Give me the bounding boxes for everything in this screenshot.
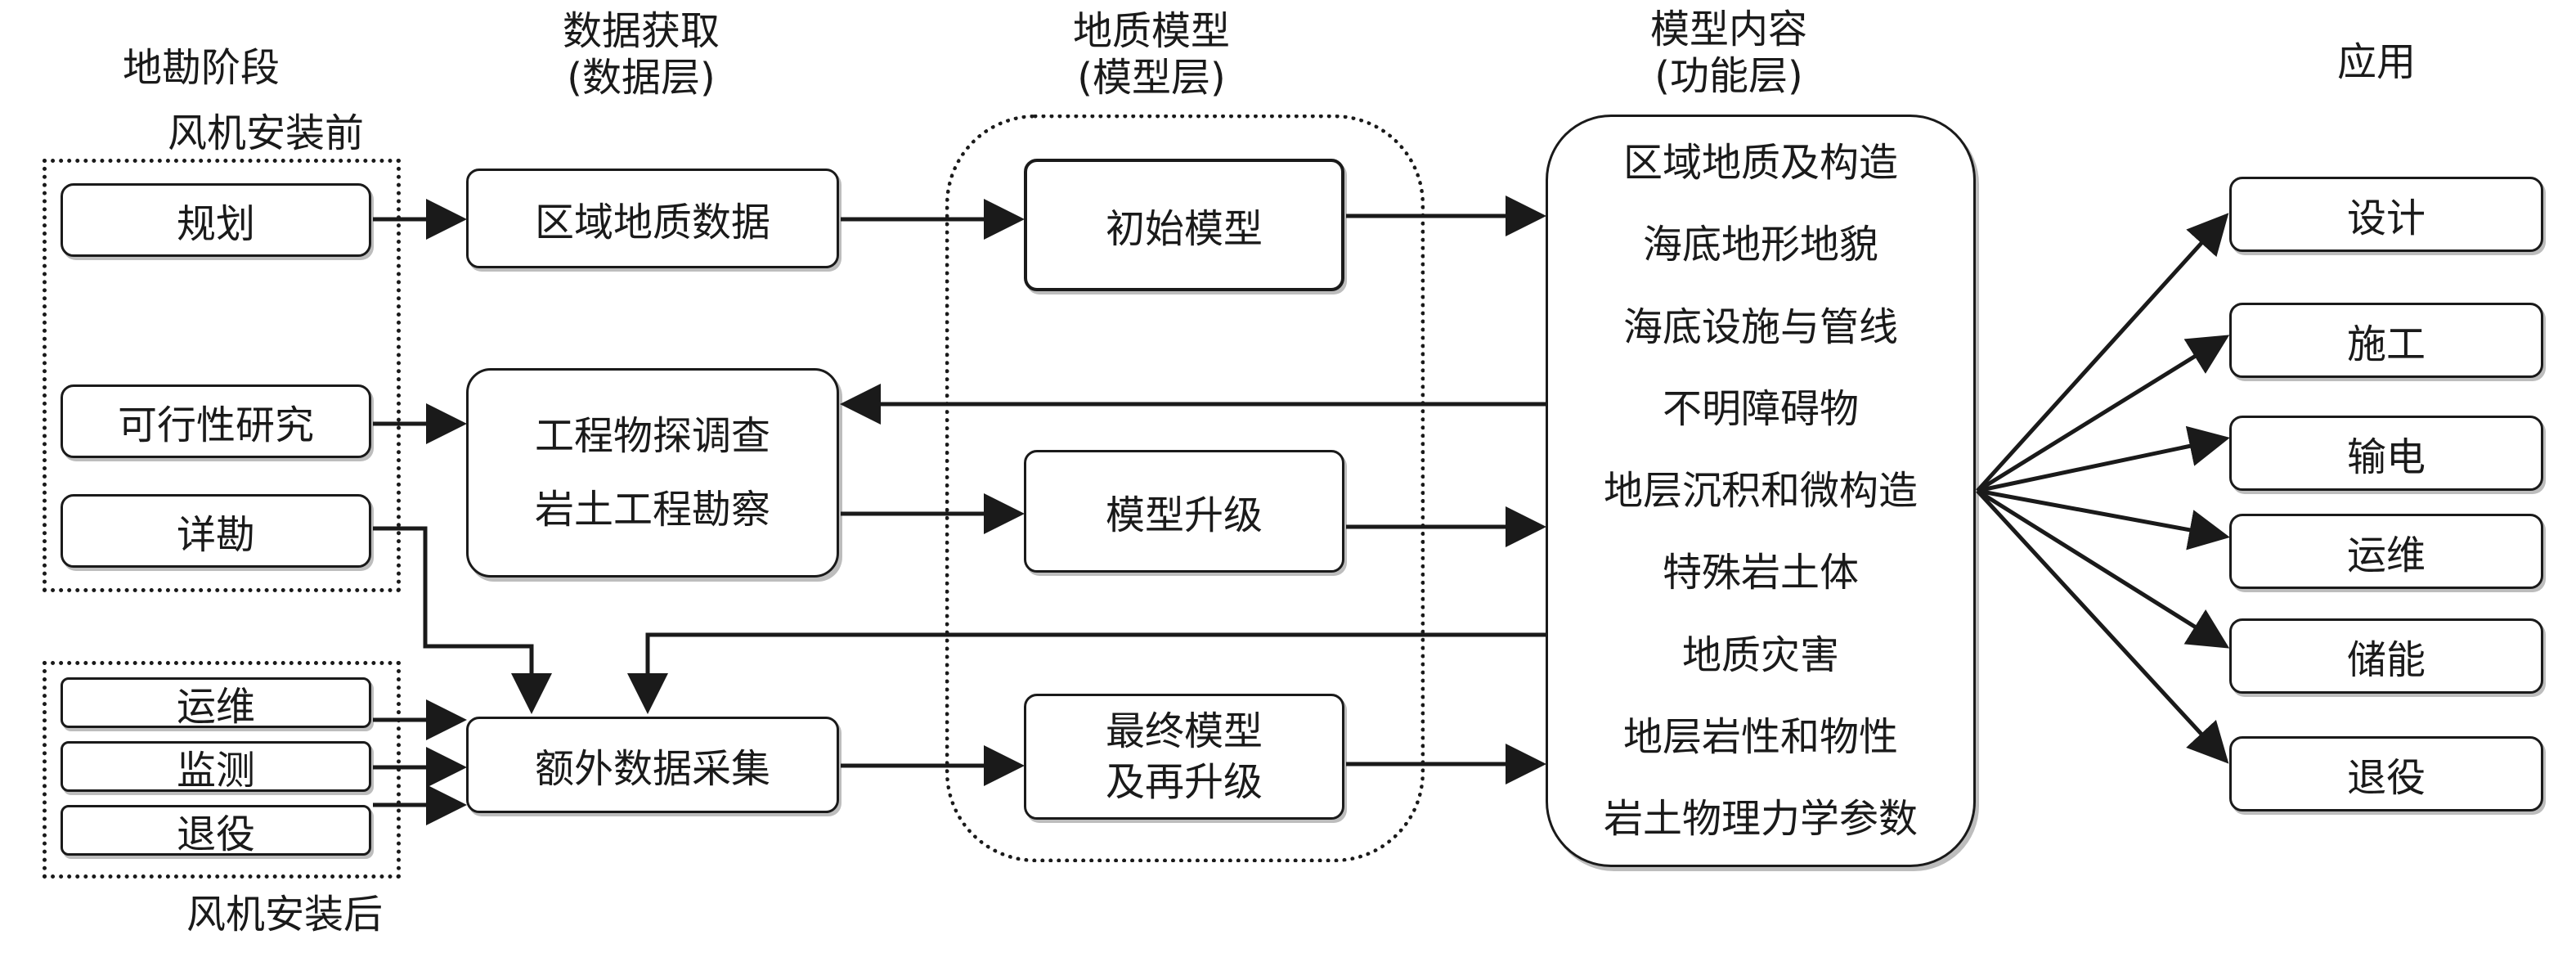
pre-install-group (43, 159, 401, 592)
geophysical-survey-text: 工程物探调查 (534, 412, 770, 459)
header-application: 应用 (2337, 39, 2417, 85)
post-install-label: 风机安装后 (186, 892, 384, 937)
stage-monitoring: 监测 (61, 741, 371, 793)
header-data-title: 数据获取 (563, 8, 720, 54)
final-model-line1: 最终模型 (1105, 708, 1263, 754)
app-construction: 施工 (2229, 303, 2543, 378)
content-item: 地层岩性和物性 (1622, 713, 1898, 760)
stage-feasibility: 可行性研究 (61, 384, 371, 458)
model-layer-group (945, 115, 1425, 862)
header-content-title: 模型内容 (1650, 7, 1808, 52)
content-item: 区域地质及构造 (1622, 140, 1898, 186)
model-content-box: 区域地质及构造 海底地形地貌 海底设施与管线 不明障碍物 地层沉积和微构造 特殊… (1546, 115, 1976, 867)
model-upgrade: 模型升级 (1024, 450, 1344, 573)
arrow-content-to-transmission (1977, 425, 2230, 493)
extra-data-collection: 额外数据采集 (466, 717, 839, 813)
content-item: 地层沉积和微构造 (1603, 468, 1918, 514)
arrow-content-to-operation (1977, 488, 2230, 551)
content-item: 不明障碍物 (1662, 385, 1859, 432)
final-model-line2: 及再升级 (1105, 759, 1263, 805)
app-operation: 运维 (2229, 514, 2543, 589)
header-model-sub: (模型层) (1077, 54, 1226, 101)
content-item: 特殊岩土体 (1662, 550, 1859, 596)
stage-planning: 规划 (61, 183, 371, 257)
survey-investigation-box: 工程物探调查 岩土工程勘察 (466, 368, 839, 578)
stage-decommission: 退役 (61, 805, 371, 857)
geotechnical-investigation-text: 岩土工程勘察 (534, 487, 770, 533)
header-stage: 地勘阶段 (123, 45, 280, 91)
initial-model: 初始模型 (1024, 159, 1344, 291)
pre-install-label: 风机安装前 (168, 110, 365, 156)
app-transmission: 输电 (2229, 416, 2543, 491)
final-model-reupgrade: 最终模型 及再升级 (1024, 694, 1344, 820)
header-model-title: 地质模型 (1073, 8, 1231, 54)
header-data-layer: 数据获取 (数据层) (563, 8, 720, 101)
arrow-content-to-design (1976, 213, 2229, 492)
header-model-content: 模型内容 (功能层) (1650, 7, 1807, 99)
app-storage: 储能 (2229, 618, 2543, 694)
content-item: 海底地形地貌 (1642, 222, 1878, 268)
post-install-group (43, 661, 401, 879)
arrow-content-to-decommission (1976, 489, 2229, 764)
app-design: 设计 (2229, 177, 2543, 252)
header-data-sub: (数据层) (567, 54, 716, 101)
header-model-layer: 地质模型 (模型层) (1073, 8, 1230, 101)
arrow-content-to-storage (1976, 488, 2230, 649)
regional-geology-data: 区域地质数据 (466, 169, 839, 268)
content-item: 海底设施与管线 (1622, 303, 1898, 350)
content-item: 岩土物理力学参数 (1603, 796, 1918, 842)
stage-detailed-survey: 详勘 (61, 494, 371, 568)
header-content-sub: (功能层) (1654, 52, 1803, 99)
arrow-content-to-construction (1976, 335, 2230, 493)
app-decommission: 退役 (2229, 736, 2543, 811)
stage-operation: 运维 (61, 677, 371, 730)
content-item: 地质灾害 (1681, 632, 1839, 678)
